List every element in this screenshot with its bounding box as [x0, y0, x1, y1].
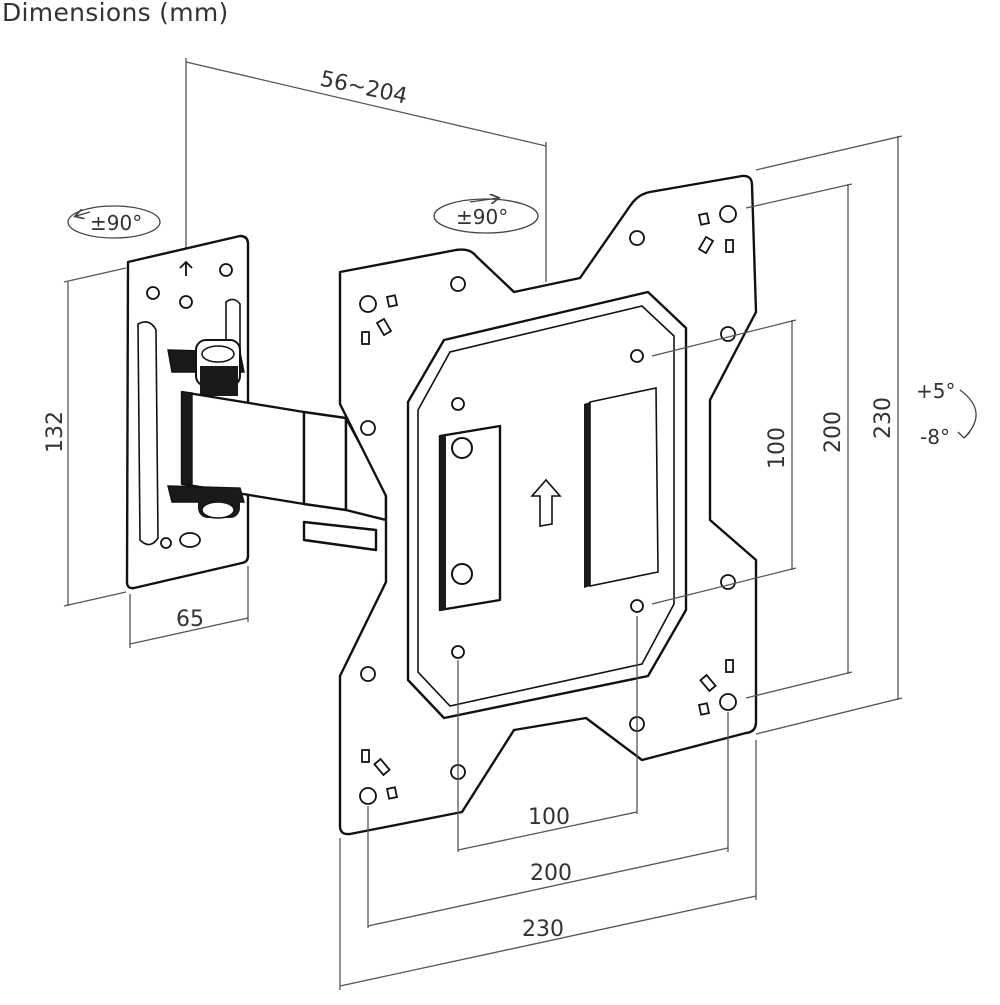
tv-plate — [338, 174, 758, 836]
tilt-down-label: -8° — [920, 425, 950, 449]
vesa-horizontal-dimensions: 100 200 230 — [339, 616, 757, 990]
swivel-plate-label: ±90° — [456, 205, 508, 229]
wall-plate-width-label: 65 — [176, 607, 204, 632]
tilt-up-label: +5° — [916, 379, 955, 403]
plate-h-230-label: 230 — [522, 917, 564, 942]
vesa-h-100-label: 100 — [528, 805, 570, 830]
tilt-annotation: +5° -8° — [916, 379, 977, 449]
up-arrow-icon — [530, 478, 562, 527]
swivel-wall-label: ±90° — [90, 211, 142, 235]
wall-plate-height-label: 132 — [43, 411, 68, 453]
swivel-wall-annotation: ±90° — [67, 205, 161, 239]
vesa-h-200-label: 200 — [530, 861, 572, 886]
vesa-v-200-label: 200 — [821, 411, 846, 453]
wall-plate-width-dimension: 65 — [129, 566, 249, 648]
plate-v-230-label: 230 — [871, 397, 896, 439]
swivel-plate-annotation: ±90° — [433, 198, 539, 234]
vesa-vertical-dimensions: 100 200 230 — [651, 135, 903, 735]
vesa-v-100-label: 100 — [765, 427, 790, 469]
swivel-arm — [167, 339, 388, 552]
wall-plate-height-dimension: 132 — [43, 267, 127, 607]
diagram-title: Dimensions (mm) — [2, 0, 229, 27]
up-arrow-icon — [179, 260, 193, 276]
